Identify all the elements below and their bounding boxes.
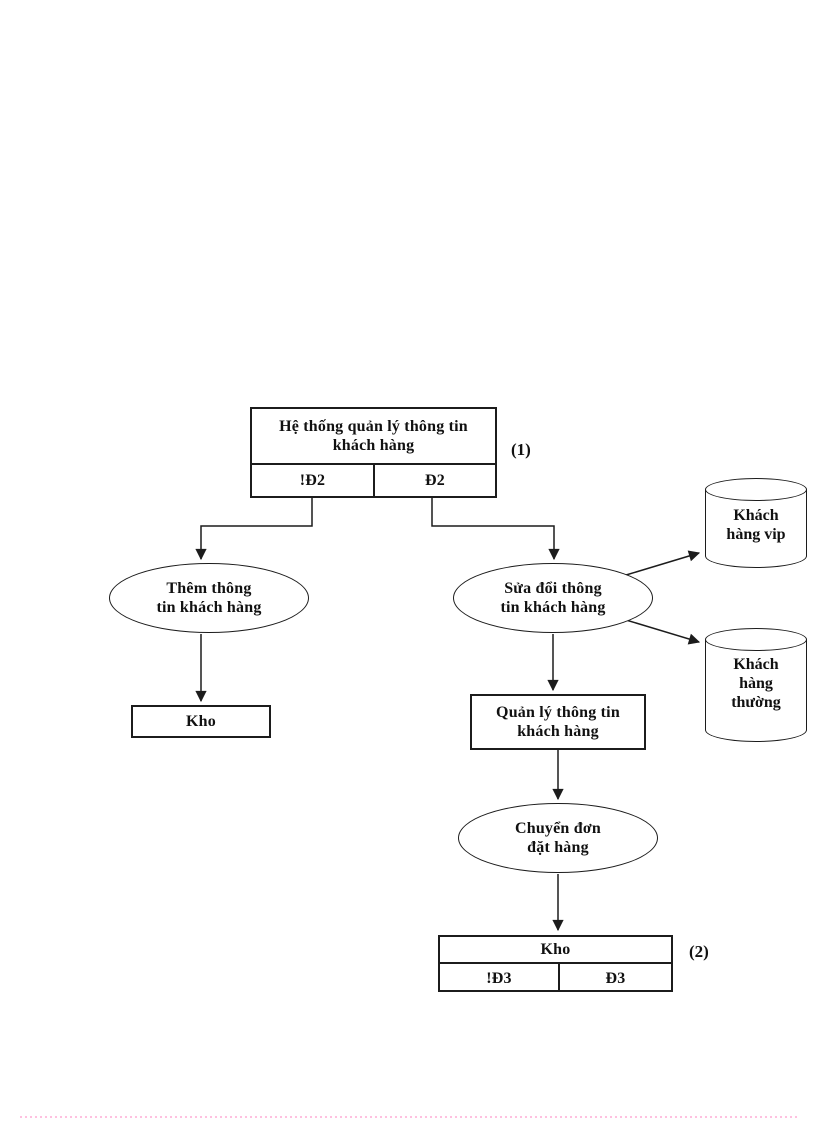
cylinder-body [705,639,807,742]
system-box-cell-right: Đ2 [425,472,445,489]
datastore-regular-cylinder: Khách hàng thường [705,628,807,742]
cylinder-top [705,628,807,651]
connector-edit-to-vip-arrow [625,550,701,576]
connector-system-to-edit-arrow [431,498,560,561]
page-footer-dotted-line [20,1116,800,1118]
connector-edit-to-regular-arrow [625,619,701,645]
store-kho-bottom-title: Kho [540,941,571,958]
datastore-vip-label: Khách hàng vip [726,507,786,543]
system-box-title: Hệ thống quản lý thông tin khách hàng [279,418,468,454]
process-edit-label: Sửa đổi thông tin khách hàng [500,580,606,616]
ref-label-2: (2) [689,942,709,961]
ref-label-1: (1) [511,440,531,459]
process-transfer-ellipse: Chuyển đơn đặt hàng [458,803,658,873]
process-edit-ellipse: Sửa đổi thông tin khách hàng [453,563,653,633]
process-add-label: Thêm thông tin khách hàng [156,580,262,616]
store-kho-bottom-cell-left: !Đ3 [440,964,560,992]
datastore-vip-cylinder: Khách hàng vip [705,478,807,568]
manage-info-label: Quản lý thông tin khách hàng [496,704,620,740]
datastore-regular-label: Khách hàng thường [731,656,781,711]
store-kho-bottom-cell-right: Đ3 [605,969,626,987]
cylinder-top [705,478,807,501]
process-add-ellipse: Thêm thông tin khách hàng [109,563,309,633]
store-kho-bottom-box: Kho !Đ3 Đ3 [438,935,673,992]
process-transfer-label: Chuyển đơn đặt hàng [514,820,601,856]
store-kho-left-box: Kho [131,705,271,738]
connector-system-to-add-arrow [195,498,313,561]
manage-info-box: Quản lý thông tin khách hàng [470,694,646,750]
system-box-cell-left: !Đ2 [252,465,375,496]
store-kho-left-label: Kho [186,713,216,730]
cylinder-body [705,489,807,568]
system-box: Hệ thống quản lý thông tin khách hàng !Đ… [250,407,497,498]
